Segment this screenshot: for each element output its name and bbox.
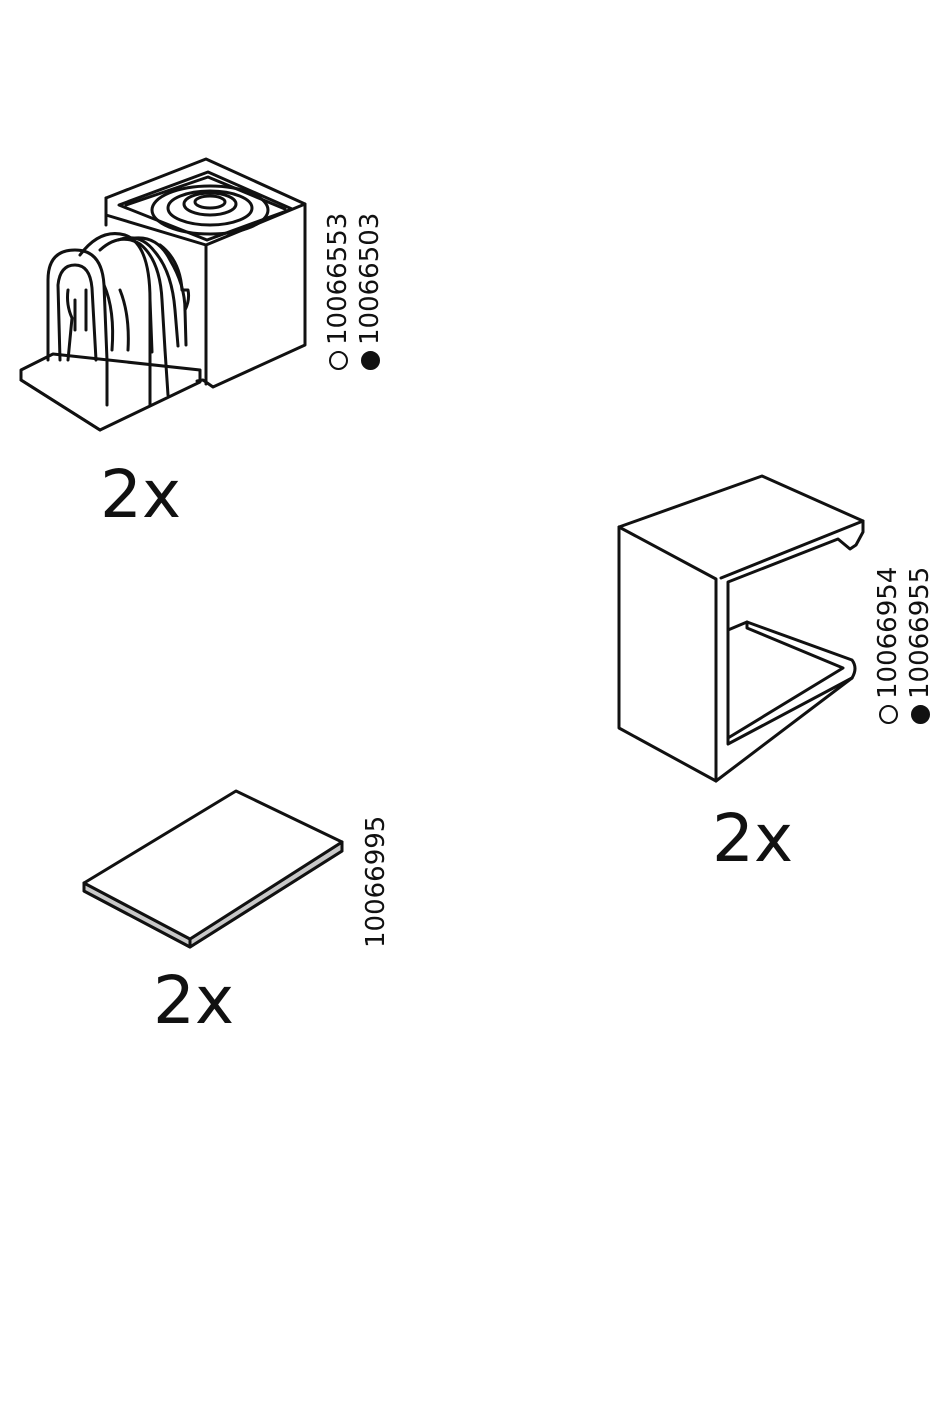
filled-circle-icon (911, 705, 930, 724)
clip-article-number-black: 10066955 (904, 567, 936, 699)
bracket-article-row-white: 10066553 (322, 213, 354, 370)
bracket-quantity: 2x (100, 462, 181, 528)
clip-article-row-black: 10066955 (904, 567, 936, 724)
pad-article-number: 10066995 (360, 816, 392, 948)
pad-illustration (78, 785, 348, 955)
clip-quantity: 2x (712, 806, 793, 872)
open-circle-icon (329, 351, 348, 370)
bracket-article-number-black: 10066503 (354, 213, 386, 345)
pad-quantity: 2x (153, 968, 234, 1034)
clip-illustration (610, 470, 870, 790)
pad-article-row: 10066995 (360, 816, 392, 948)
bracket-article-number-white: 10066553 (322, 213, 354, 345)
clip-article-row-white: 10066954 (872, 567, 904, 724)
clip-article-number-white: 10066954 (872, 567, 904, 699)
bracket-article-row-black: 10066503 (354, 213, 386, 370)
bracket-illustration (15, 150, 315, 440)
bracket-article-numbers: 10066553 10066503 (322, 213, 386, 370)
pad-article-numbers: 10066995 (360, 816, 392, 948)
filled-circle-icon (361, 351, 380, 370)
open-circle-icon (879, 705, 898, 724)
clip-article-numbers: 10066954 10066955 (872, 567, 936, 724)
